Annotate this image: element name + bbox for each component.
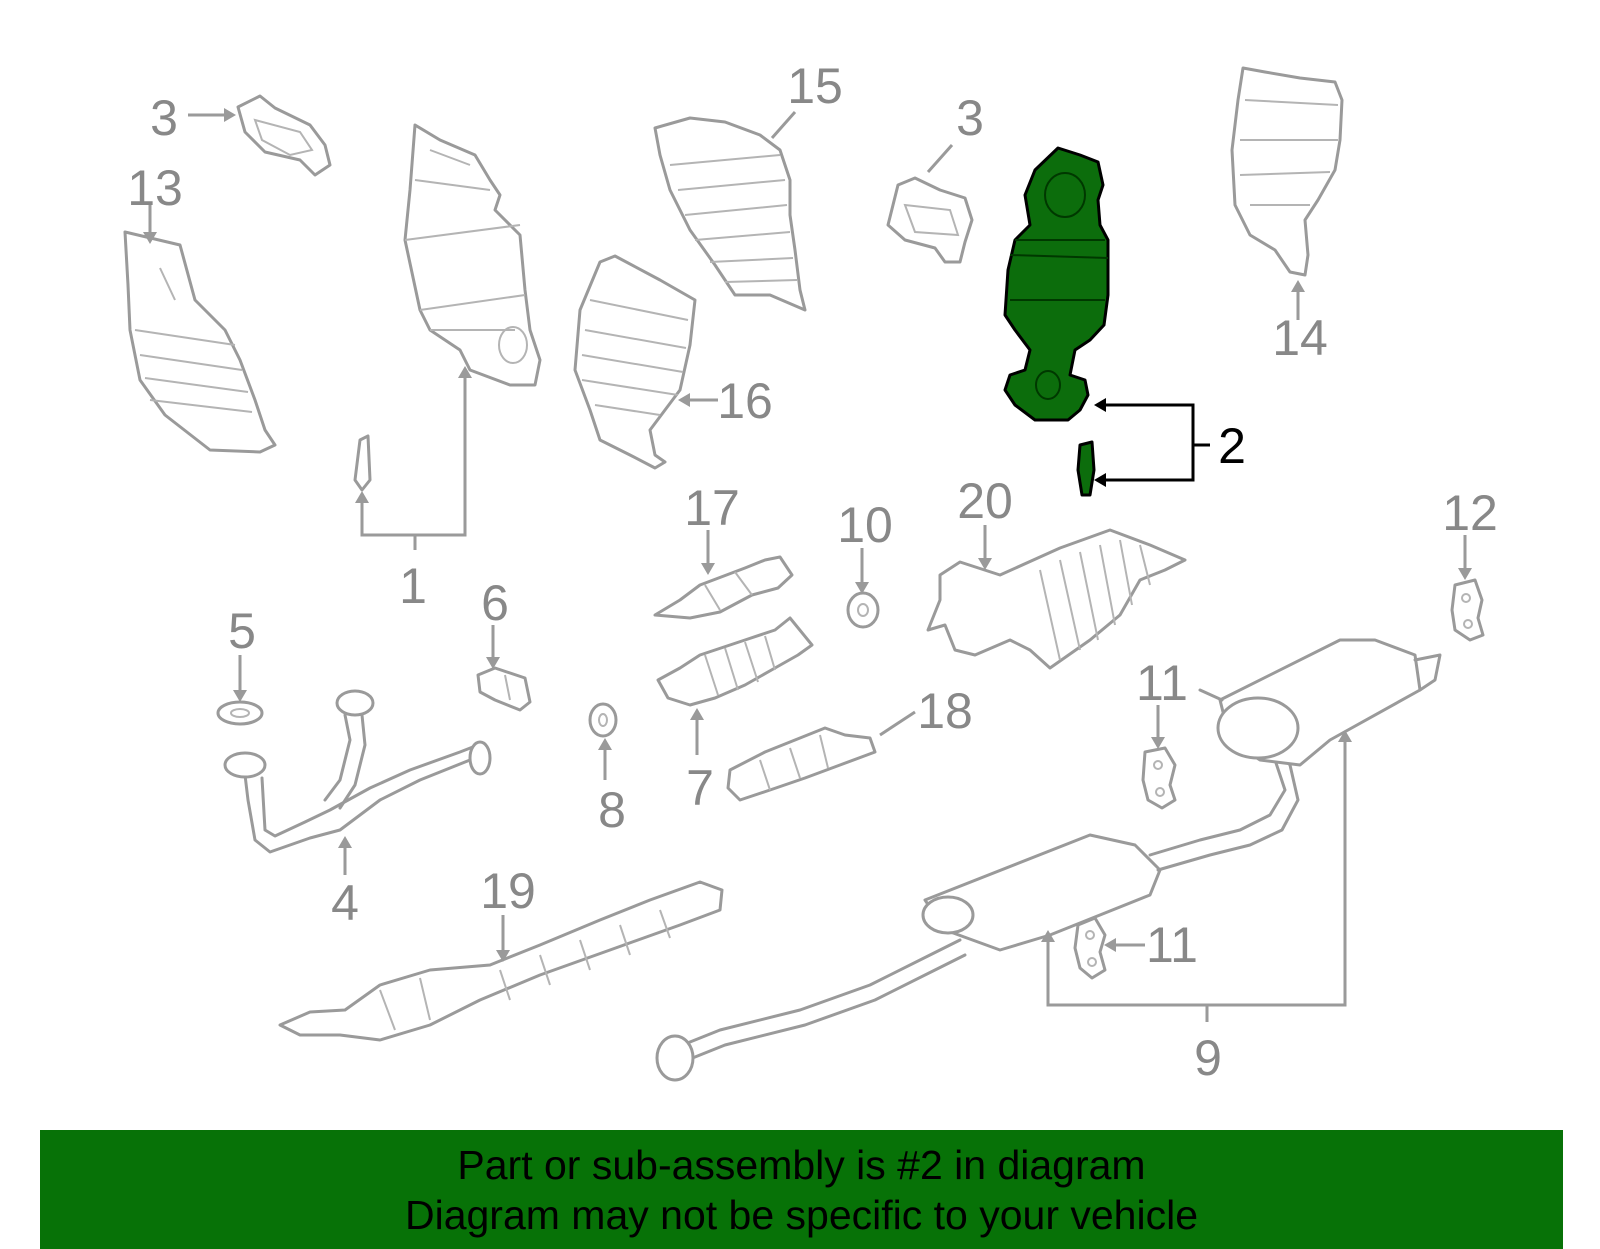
callout-14: 14 (1272, 310, 1328, 366)
callout-4: 4 (331, 875, 359, 931)
part-12-hanger[interactable] (1450, 578, 1485, 642)
callout-6: 6 (481, 575, 509, 631)
arrow-6 (486, 657, 500, 669)
callout-11b: 11 (1146, 917, 1198, 973)
callout-10: 10 (837, 497, 893, 553)
part-2-catalytic-converter[interactable] (1003, 146, 1110, 497)
part-6-clip[interactable] (476, 666, 532, 712)
arrow-20 (978, 558, 992, 570)
part-1-converter-left[interactable] (353, 123, 542, 492)
callout-9: 9 (1194, 1030, 1222, 1086)
part-15-heat-shield[interactable] (653, 116, 807, 312)
part-11-hanger-upper[interactable] (1141, 746, 1177, 810)
leader-18 (879, 710, 916, 737)
leader-1 (360, 370, 467, 537)
arrow-12 (1458, 568, 1472, 580)
part-19-heat-shield[interactable] (278, 880, 724, 1042)
banner-line-part-note: Part or sub-assembly is #2 in diagram (457, 1142, 1146, 1188)
arrow-10 (855, 582, 869, 594)
arrow-11b (1104, 938, 1116, 952)
callout-20: 20 (957, 473, 1013, 529)
arrow-14 (1291, 280, 1305, 292)
arrow-1b (355, 491, 369, 503)
callout-11a: 11 (1136, 655, 1188, 711)
arrow-1a (458, 366, 472, 378)
part-3-gasket-center[interactable] (886, 176, 974, 264)
part-14-heat-shield[interactable] (1230, 66, 1344, 277)
arrow-7 (690, 708, 704, 720)
part-20-heat-shield[interactable] (926, 528, 1187, 670)
arrow-16 (678, 393, 690, 407)
arrow-3a (224, 108, 236, 122)
part-16-heat-shield[interactable] (573, 254, 697, 470)
part-4-front-pipe[interactable] (223, 689, 492, 854)
arrow-5 (233, 690, 247, 702)
callout-18: 18 (917, 683, 973, 739)
callout-8: 8 (598, 782, 626, 838)
leader-9 (1046, 735, 1347, 1007)
arrow-8 (598, 738, 612, 750)
callout-13: 13 (127, 160, 183, 216)
callout-16: 16 (717, 373, 773, 429)
leader-2 (1098, 403, 1195, 482)
callout-17: 17 (684, 480, 740, 536)
arrow-19 (496, 950, 510, 962)
arrow-2a (1094, 398, 1106, 412)
callout-2: 2 (1218, 418, 1246, 474)
arrow-2b (1094, 473, 1106, 487)
callout-1: 1 (399, 558, 427, 614)
part-7-sensor[interactable] (656, 616, 814, 707)
arrow-9b (1338, 730, 1352, 742)
callout-3a: 3 (150, 90, 178, 146)
part-18-bracket[interactable] (726, 726, 877, 802)
callout-7: 7 (686, 760, 714, 816)
info-banner: Part or sub-assembly is #2 in diagram Di… (40, 1130, 1563, 1249)
callout-15: 15 (787, 58, 843, 114)
leader-3b (926, 144, 954, 173)
part-13-heat-shield[interactable] (123, 230, 277, 454)
part-5-gasket-ring[interactable] (216, 700, 264, 726)
part-3-gasket-left[interactable] (236, 94, 332, 177)
callout-19: 19 (480, 863, 536, 919)
arrow-9a (1041, 930, 1055, 942)
arrow-11a (1151, 737, 1165, 749)
part-8-washer[interactable] (588, 702, 618, 738)
part-11-hanger-lower[interactable] (1073, 916, 1107, 980)
arrow-17 (701, 563, 715, 575)
part-10-washer[interactable] (846, 591, 880, 629)
arrow-13 (143, 232, 157, 244)
part-17-sensor[interactable] (653, 555, 794, 620)
arrow-4 (338, 836, 352, 848)
callout-3b: 3 (956, 90, 984, 146)
exhaust-parts-diagram: 13 3 1 15 16 3 (123, 58, 1498, 1086)
callout-12: 12 (1442, 485, 1498, 541)
callout-5: 5 (228, 603, 256, 659)
part-9-exhaust-assembly[interactable] (655, 638, 1442, 1082)
leader-15 (770, 111, 797, 139)
banner-line-disclaimer: Diagram may not be specific to your vehi… (404, 1192, 1198, 1238)
